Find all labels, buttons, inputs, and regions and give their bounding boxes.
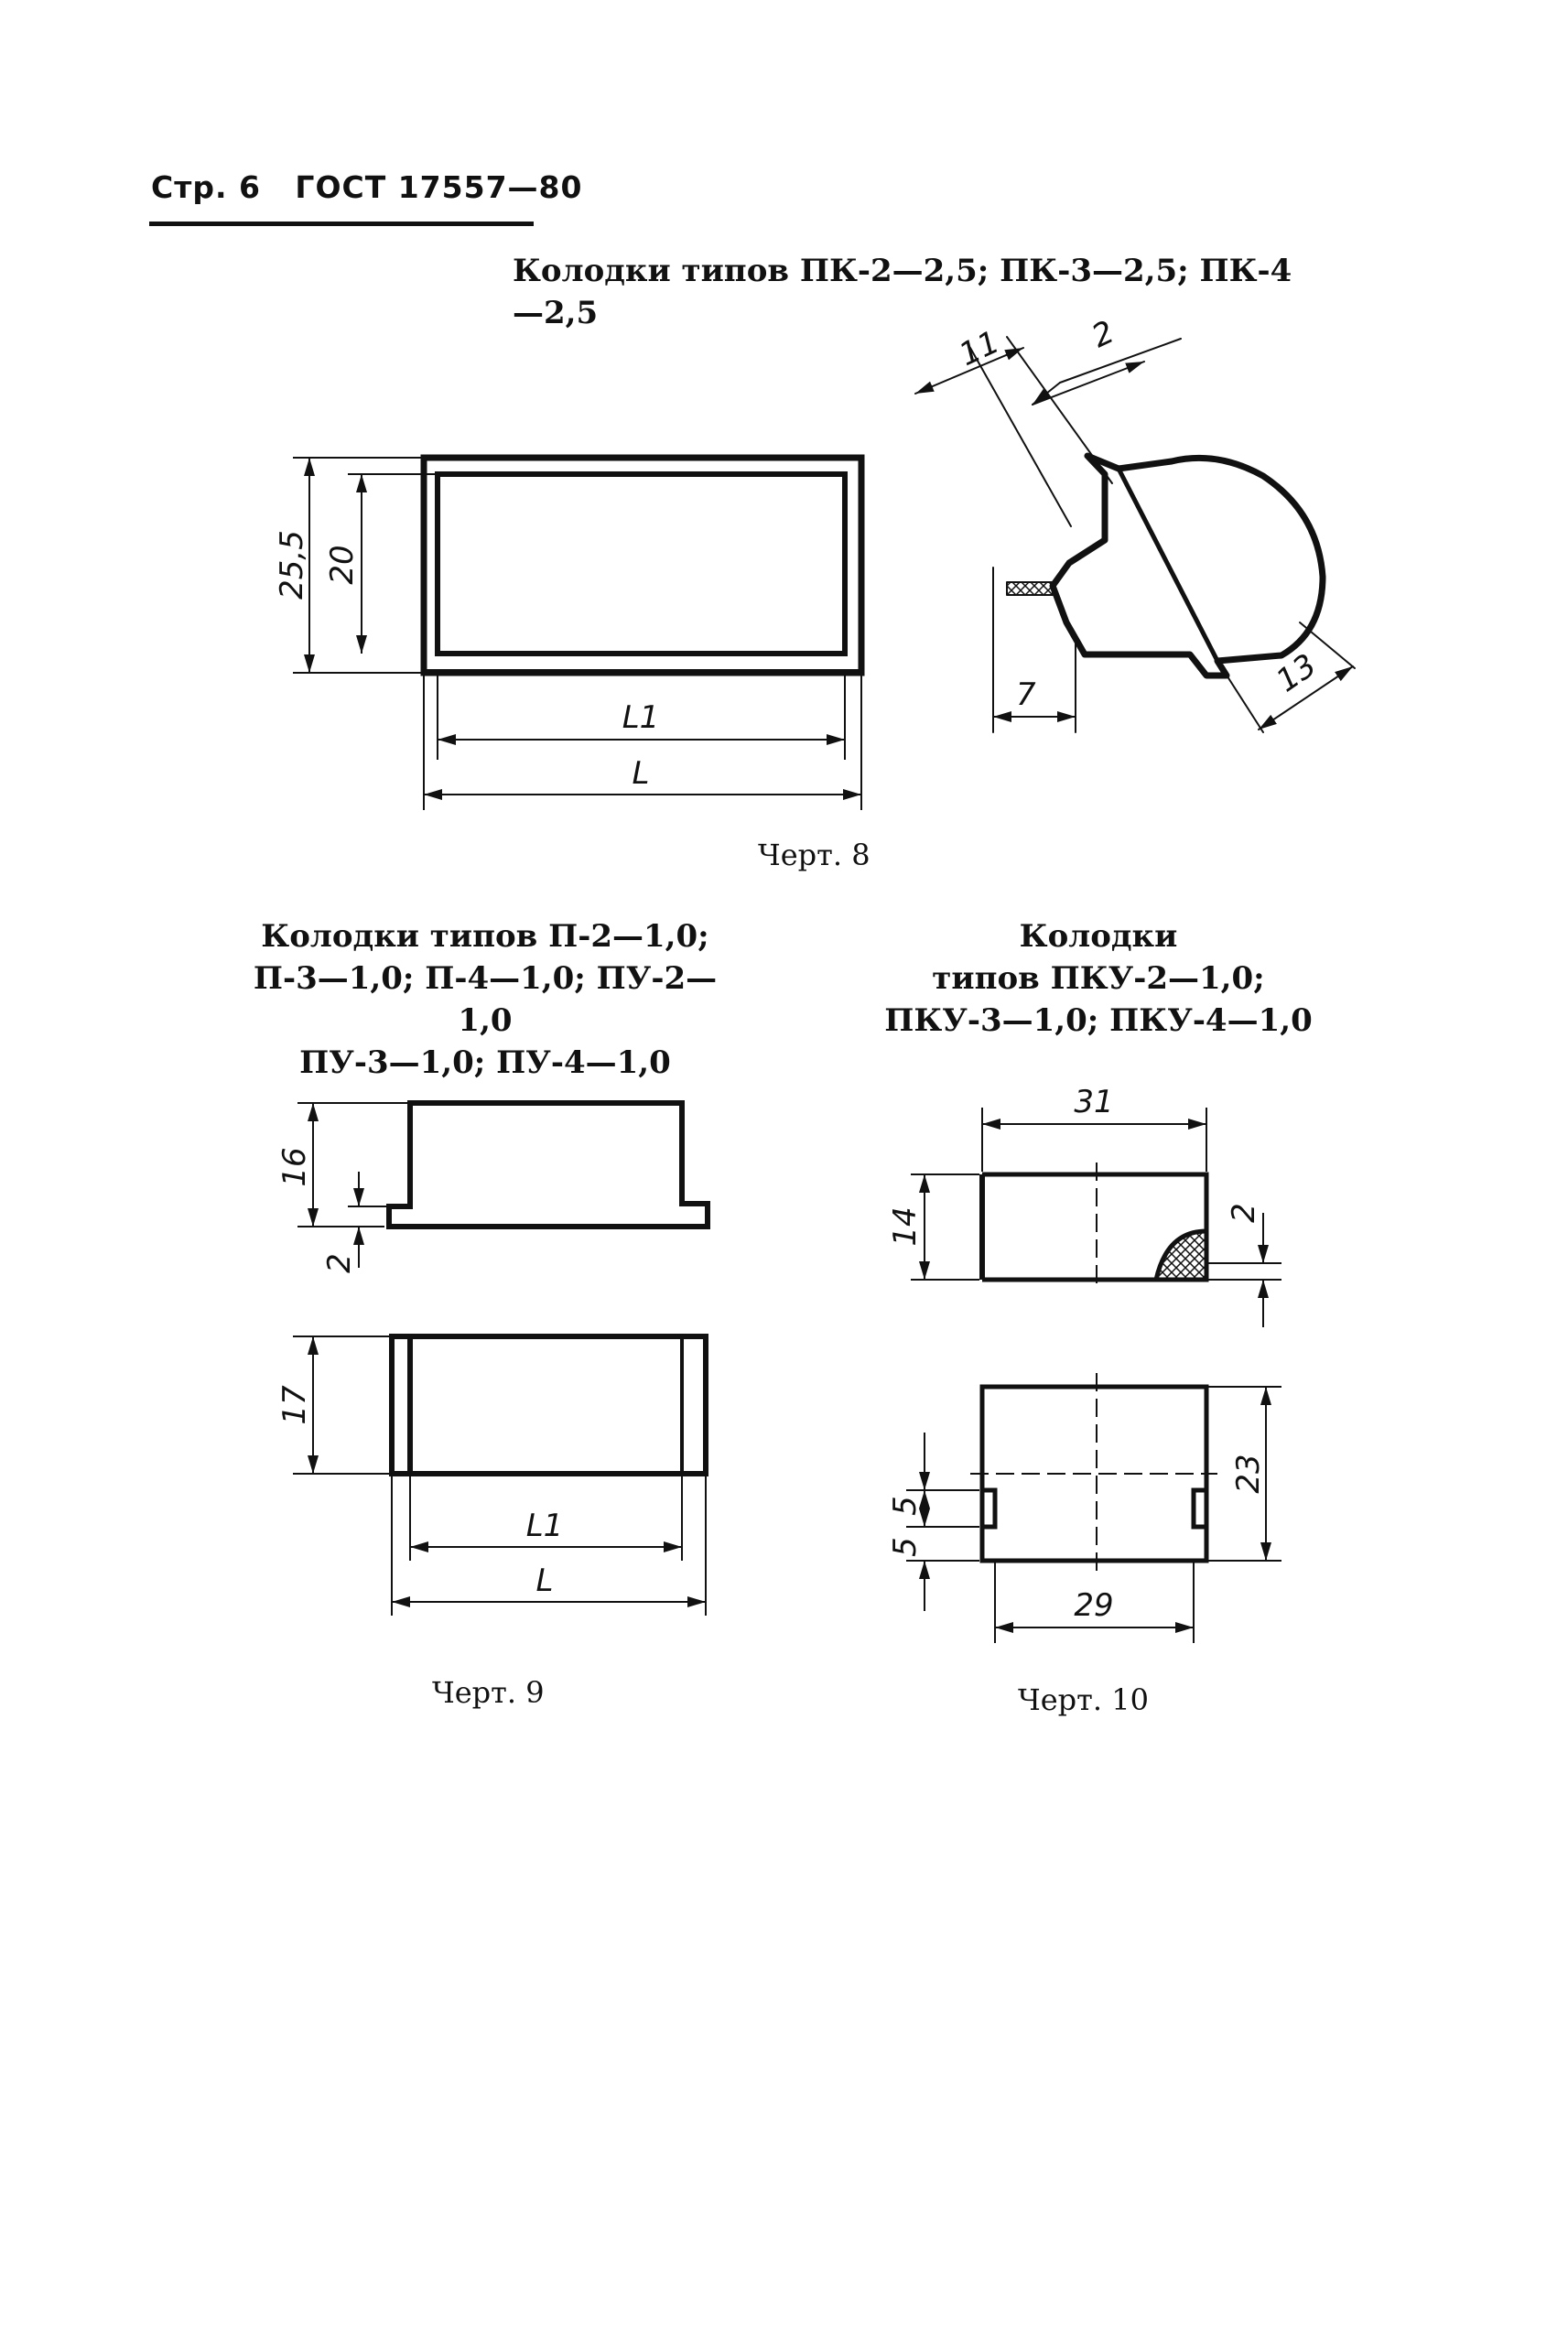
dim-20: 20 xyxy=(324,545,361,584)
dim-L-fig9: L xyxy=(536,1563,554,1599)
figure10-caption: Колодки типов ПКУ-2—1,0; ПКУ-3—1,0; ПКУ-… xyxy=(860,915,1336,1042)
dim-7: 7 xyxy=(1016,676,1036,713)
dim-L1-fig9: L1 xyxy=(526,1508,564,1544)
page-number: Стр. 6 xyxy=(151,169,261,205)
dim-2: 2 xyxy=(1087,314,1120,355)
dim-5-upper: 5 xyxy=(887,1496,924,1516)
dim-L: L xyxy=(633,755,650,792)
figure9-top-view xyxy=(297,1100,710,1268)
page-header: Стр. 6 ГОСТ 17557—80 xyxy=(151,169,582,205)
figure9-caption: Колодки типов П-2—1,0; П-3—1,0; П-4—1,0;… xyxy=(247,915,723,1084)
figure9-bottom-view xyxy=(293,1334,708,1616)
figure9-caption-line: П-3—1,0; П-4—1,0; ПУ-2—1,0 xyxy=(253,960,718,1039)
figure9-label: Черт. 9 xyxy=(432,1675,545,1710)
dim-16: 16 xyxy=(276,1147,313,1186)
dim-25-5: 25,5 xyxy=(274,530,310,600)
figure10-caption-line: ПКУ-3—1,0; ПКУ-4—1,0 xyxy=(884,1002,1313,1039)
dim-11: 11 xyxy=(954,324,1005,374)
dim-23: 23 xyxy=(1230,1454,1267,1493)
dim-5-lower: 5 xyxy=(887,1537,924,1557)
dim-29: 29 xyxy=(1074,1587,1113,1624)
dim-L1: L1 xyxy=(622,699,660,736)
dim-2-step: 2 xyxy=(321,1253,358,1273)
figure10-label: Черт. 10 xyxy=(1018,1682,1149,1717)
dim-31: 31 xyxy=(1074,1084,1113,1120)
figure8-caption: Колодки типов ПК-2—2,5; ПК-3—2,5; ПК-4—2… xyxy=(513,253,1292,331)
figure8-front-view xyxy=(293,454,865,810)
dim-14: 14 xyxy=(887,1206,924,1246)
figure10-caption-line: типов ПКУ-2—1,0; xyxy=(932,960,1265,997)
figure9-caption-line: Колодки типов П-2—1,0; xyxy=(261,918,709,955)
figure10-top-view xyxy=(911,1108,1281,1327)
figure10-bottom-view xyxy=(906,1373,1281,1643)
figure8-label: Черт. 8 xyxy=(758,838,871,872)
figure8-side-view xyxy=(914,336,1356,733)
figure10-caption-line: Колодки xyxy=(1019,918,1178,955)
standard-number: ГОСТ 17557—80 xyxy=(295,169,583,205)
figure9-caption-line: ПУ-3—1,0; ПУ-4—1,0 xyxy=(299,1044,671,1081)
dim-17: 17 xyxy=(276,1385,313,1425)
header-rule xyxy=(149,222,534,226)
dim-2-notch: 2 xyxy=(1226,1203,1262,1223)
